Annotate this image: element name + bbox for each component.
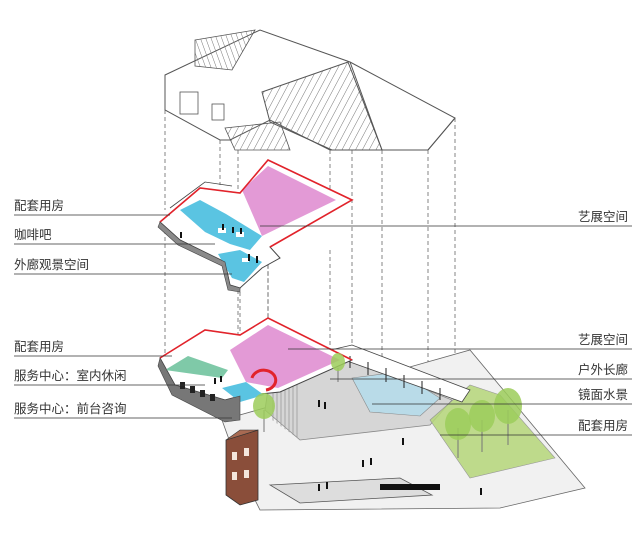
label-service-lounge: 服务中心：室内休闲 (14, 368, 127, 383)
cafe-table (218, 228, 226, 233)
people (214, 376, 482, 495)
upper-red-outline (159, 159, 354, 248)
label-ancillary-right: 配套用房 (577, 418, 628, 433)
brick-building (225, 429, 259, 506)
cafe-table (236, 232, 244, 237)
lower-lounge-green (165, 356, 228, 378)
roof (164, 29, 456, 151)
upper-cafe (180, 200, 262, 250)
roof-front-hatch (194, 29, 256, 71)
sunken-channel (380, 484, 440, 490)
trees (253, 353, 522, 458)
cafe-table (242, 258, 249, 262)
upper-floor (157, 159, 354, 293)
label-ancillary-lower: 配套用房 (14, 339, 65, 354)
facade-windows (180, 382, 215, 401)
label-corridor-viewing: 外廊观景空间 (14, 257, 90, 272)
roof-low-hatch (224, 121, 291, 151)
label-ancillary-upper: 配套用房 (14, 198, 65, 213)
label-cafe: 咖啡吧 (14, 227, 52, 242)
label-service-reception: 服务中心：前台咨询 (14, 401, 127, 416)
label-mirror-water: 镜面水景 (577, 387, 628, 402)
roof-window (179, 91, 199, 115)
lower-gallery-structure (320, 344, 471, 403)
label-outdoor-gallery: 户外长廊 (577, 362, 628, 377)
upper-corridor (218, 250, 262, 282)
leader-lines (14, 214, 632, 436)
people (180, 224, 258, 263)
label-exhibition-lower: 艺展空间 (577, 332, 628, 347)
label-exhibition-upper: 艺展空间 (577, 209, 628, 224)
lower-reception-blue (222, 382, 264, 402)
upper-exhibition-space (242, 166, 336, 236)
spiral-stair (250, 368, 278, 392)
roof-ridge-hatch (261, 61, 383, 151)
lower-floor (157, 317, 586, 511)
roof-window (211, 103, 225, 121)
lower-red-outline (159, 317, 353, 361)
